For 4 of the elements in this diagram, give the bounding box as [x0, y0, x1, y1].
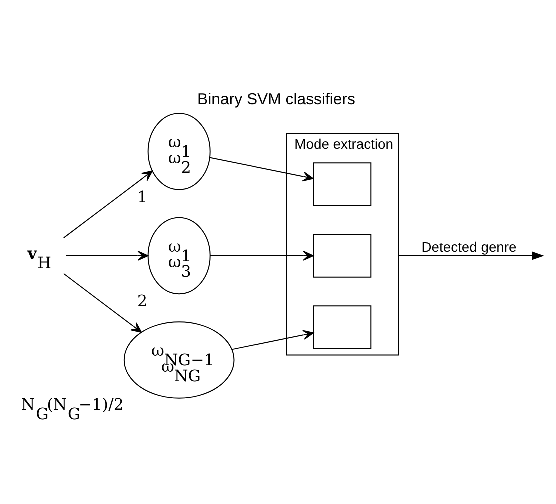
diagram-title: Binary SVM classifiers	[198, 92, 356, 109]
edge-label: Detected genre	[422, 239, 517, 256]
node-label: 1	[138, 187, 148, 206]
node-label: 2	[138, 292, 148, 311]
